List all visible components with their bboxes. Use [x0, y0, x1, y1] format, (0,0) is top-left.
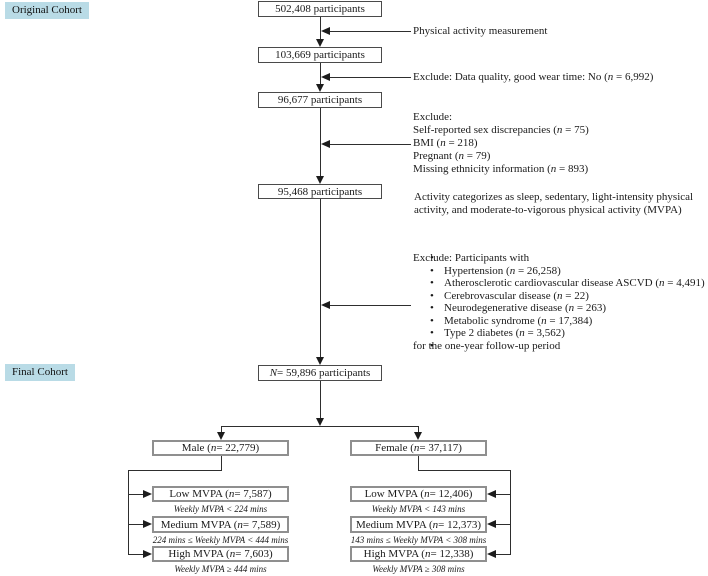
arrow-down-icon: [316, 176, 324, 184]
exclusion-item: Atherosclerotic cardiovascular disease A…: [413, 277, 705, 290]
participants-box-1: 502,408 participants: [258, 1, 382, 17]
annotation-line: [330, 77, 411, 78]
annotation-line: [330, 305, 411, 306]
female-box: Female (n = 37,117): [350, 440, 487, 456]
arrow-right-icon: [143, 490, 152, 498]
male-high-mvpa-caption: Weekly MVPA ≥ 444 mins: [174, 564, 267, 574]
connector-line: [128, 524, 143, 525]
arrow-left-icon: [487, 550, 496, 558]
female-low-mvpa-box: Low MVPA (n = 12,406): [350, 486, 487, 502]
connector-line: [221, 456, 222, 470]
exclusion-item: Metabolic syndrome (n = 17,384): [413, 315, 705, 328]
arrow-left-icon: [321, 301, 330, 309]
female-high-mvpa-caption: Weekly MVPA ≥ 308 mins: [372, 564, 465, 574]
final-cohort-label: Final Cohort: [5, 364, 75, 381]
annotation-physical-activity: Physical activity measurement: [413, 25, 548, 37]
exclusion-title: Exclude:: [413, 111, 453, 123]
arrow-right-icon: [143, 520, 152, 528]
annotation-line: [330, 31, 411, 32]
annotation-condition-exclusion: Exclude: Participants with Hypertension …: [413, 252, 705, 352]
connector-line: [320, 381, 321, 418]
exclusion-item: Self-reported sex discrepancies (n = 75): [413, 124, 589, 136]
participants-box-3: 96,677 participants: [258, 92, 382, 108]
arrow-down-icon: [316, 84, 324, 92]
male-low-mvpa-box: Low MVPA (n = 7,587): [152, 486, 289, 502]
connector-line: [128, 470, 222, 471]
connector-line: [320, 108, 321, 176]
branch-line: [221, 426, 419, 427]
female-medium-mvpa-box: Medium MVPA (n = 12,373): [350, 516, 487, 533]
exclusion-item: Pregnant (n = 79): [413, 150, 491, 162]
arrow-left-icon: [487, 490, 496, 498]
final-cohort-box: N = 59,896 participants: [258, 365, 382, 381]
connector-line: [320, 63, 321, 84]
arrow-down-icon: [316, 357, 324, 365]
arrow-left-icon: [487, 520, 496, 528]
exclusion-footer: for the one-year follow-up period: [413, 340, 705, 353]
exclusion-item: Cerebrovascular disease (n = 22): [413, 290, 705, 303]
connector-line: [496, 554, 511, 555]
arrow-left-icon: [321, 73, 330, 81]
connector-line: [320, 199, 321, 357]
exclusion-item: Type 2 diabetes (n = 3,562): [413, 327, 705, 340]
annotation-activity-note: Activity categorizes as sleep, sedentary…: [414, 191, 694, 216]
original-cohort-label: Original Cohort: [5, 2, 89, 19]
exclusion-item: Missing ethnicity information (n = 893): [413, 163, 589, 175]
arrow-left-icon: [321, 140, 330, 148]
exclusion-title: Exclude: Participants with: [413, 252, 705, 265]
female-medium-mvpa-caption: 143 mins ≤ Weekly MVPA < 308 mins: [350, 535, 487, 545]
connector-line: [418, 456, 419, 470]
participants-box-4: 95,468 participants: [258, 184, 382, 199]
male-box: Male (n = 22,779): [152, 440, 289, 456]
female-high-mvpa-box: High MVPA (n = 12,338): [350, 546, 487, 562]
annotation-wear-time: Exclude: Data quality, good wear time: N…: [413, 71, 654, 83]
connector-line: [128, 494, 143, 495]
exclusion-item: BMI (n = 218): [413, 137, 478, 149]
connector-line: [128, 554, 143, 555]
arrow-left-icon: [321, 27, 330, 35]
connector-line: [496, 494, 511, 495]
connector-line: [418, 427, 419, 432]
male-medium-mvpa-box: Medium MVPA (n = 7,589): [152, 516, 289, 533]
arrow-down-icon: [316, 39, 324, 47]
connector-line: [418, 470, 511, 471]
arrow-down-icon: [316, 418, 324, 426]
arrow-down-icon: [217, 432, 225, 440]
connector-line: [320, 17, 321, 40]
male-low-mvpa-caption: Weekly MVPA < 224 mins: [173, 504, 268, 514]
participants-box-2: 103,669 participants: [258, 47, 382, 63]
exclusion-item: Neurodegenerative disease (n = 263): [413, 302, 705, 315]
exclusion-item: Hypertension (n = 26,258): [413, 265, 705, 278]
female-low-mvpa-caption: Weekly MVPA < 143 mins: [371, 504, 466, 514]
arrow-right-icon: [143, 550, 152, 558]
male-high-mvpa-box: High MVPA (n = 7,603): [152, 546, 289, 562]
annotation-demographic-exclusion: Exclude: Self-reported sex discrepancies…: [413, 111, 589, 176]
arrow-down-icon: [414, 432, 422, 440]
connector-line: [221, 427, 222, 432]
connector-line: [510, 470, 511, 554]
connector-line: [128, 470, 129, 554]
annotation-line: [330, 144, 411, 145]
male-medium-mvpa-caption: 224 mins ≤ Weekly MVPA < 444 mins: [152, 535, 289, 545]
connector-line: [496, 524, 511, 525]
